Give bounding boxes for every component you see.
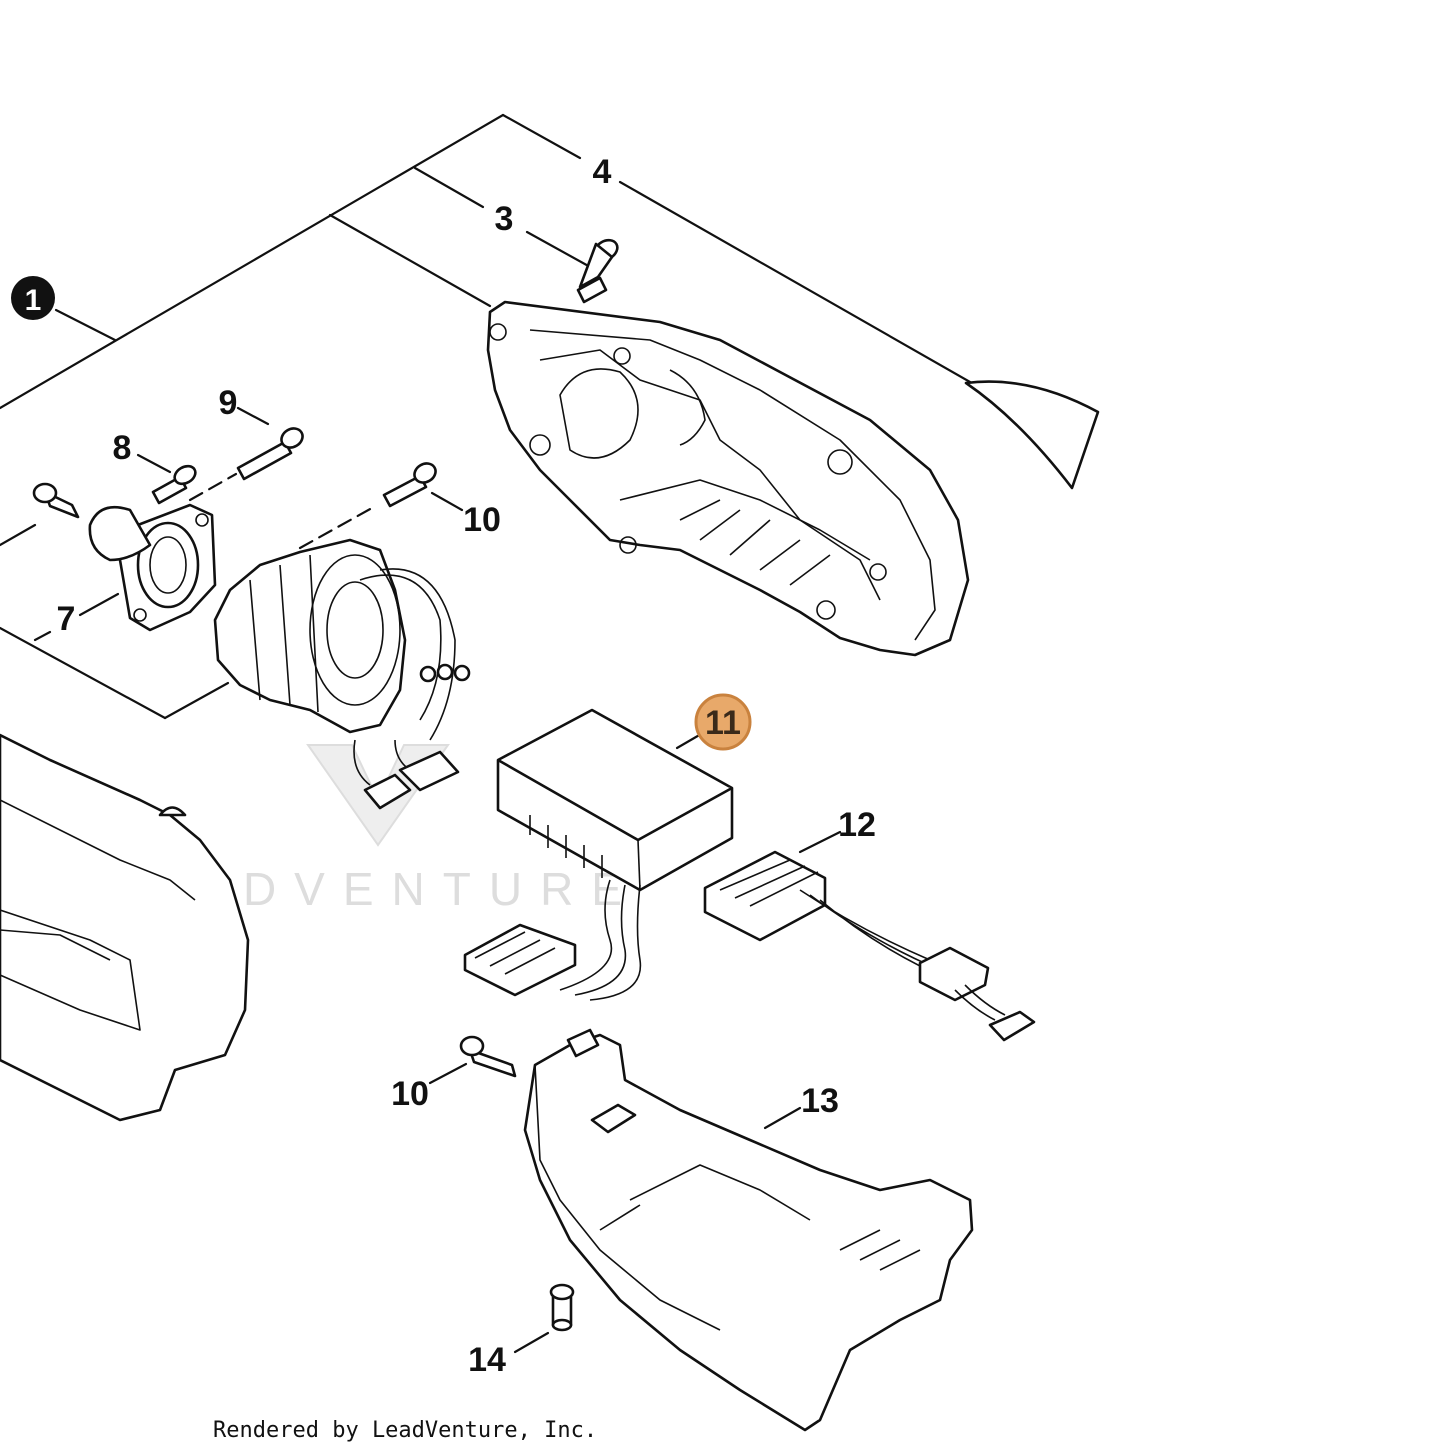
- flange-part-7: [88, 503, 217, 632]
- motor-assembly: [213, 538, 471, 810]
- screw-left: [32, 482, 80, 519]
- control-module-part-11: [463, 708, 734, 1001]
- callout-9[interactable]: 9: [219, 384, 238, 422]
- screw-part-9: [236, 427, 304, 481]
- housing-cover: [0, 733, 250, 1122]
- lower-housing-part-13: [523, 1028, 974, 1432]
- housing-half: [486, 300, 970, 657]
- screw-part-10-lower: [459, 1035, 517, 1078]
- callout-14[interactable]: 14: [468, 1341, 506, 1379]
- callout-12[interactable]: 12: [838, 806, 876, 844]
- callout-7[interactable]: 7: [57, 600, 76, 638]
- screw-part-8: [151, 464, 197, 505]
- callout-4[interactable]: 4: [593, 153, 612, 191]
- callout-11-highlighted[interactable]: 11: [694, 693, 752, 751]
- callout-11-label: 11: [705, 704, 741, 742]
- credit-line: Rendered by LeadVenture, Inc.: [213, 1418, 597, 1443]
- callout-13[interactable]: 13: [801, 1082, 839, 1120]
- part-4-pointer: [964, 380, 1100, 490]
- callout-1-label: 1: [25, 284, 42, 317]
- callout-3[interactable]: 3: [495, 200, 514, 238]
- callout-10-upper[interactable]: 10: [463, 501, 501, 539]
- callout-8[interactable]: 8: [113, 429, 132, 467]
- screw-part-14: [549, 1283, 575, 1332]
- assembly-bracket-lines: [0, 113, 972, 1354]
- wiring-harness-part-12: [703, 850, 1036, 1042]
- callout-1[interactable]: 1: [11, 276, 55, 320]
- screw-part-10-upper: [382, 462, 437, 508]
- screw-part-3: [576, 238, 619, 304]
- callout-10-lower[interactable]: 10: [391, 1075, 429, 1113]
